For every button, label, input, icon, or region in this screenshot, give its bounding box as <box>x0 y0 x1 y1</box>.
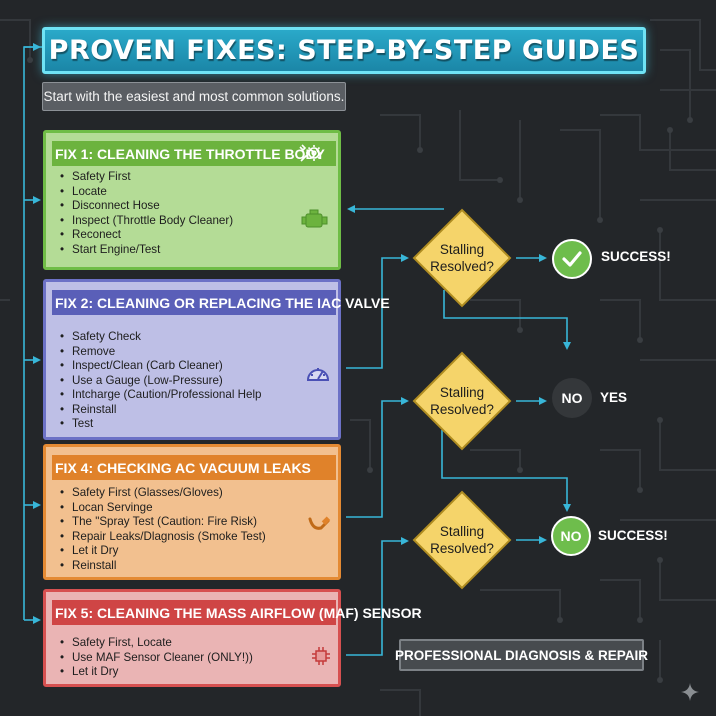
fix-steps-list: Safety First, Locate Use MAF Sensor Clea… <box>56 636 253 680</box>
fix-card-title: FIX 4: CHECKING AC VACUUM LEAKS <box>52 455 336 480</box>
fix-step: Test <box>56 417 261 432</box>
fix-steps-list: Safety Check Remove Inspect/Clean (Carb … <box>56 330 261 432</box>
subtitle: Start with the easiest and most common s… <box>43 89 345 104</box>
fix-step: Start Engine/Test <box>56 243 233 258</box>
fix-step: Let it Dry <box>56 544 266 559</box>
fix-step: Repair Leaks/Dlagnosis (Smoke Test) <box>56 530 266 545</box>
diamond-shape <box>412 208 512 308</box>
fix-card-title: FIX 5: CLEANING THE MASS AIRFLOW (MAF) S… <box>52 600 422 625</box>
fix-step: Remove <box>56 345 261 360</box>
fix-step: Disconnect Hose <box>56 199 233 214</box>
fix-title-text: FIX 2: CLEANING OR REPLACING THE IAC VAL… <box>55 294 390 311</box>
fix-step: Reconect <box>56 228 233 243</box>
professional-repair-label: PROFESSIONAL DIAGNOSIS & REPAIR <box>394 647 649 663</box>
decision2-down <box>441 430 571 512</box>
sensor-chip-icon <box>312 647 330 665</box>
fix-steps-list: Safety First Locate Disconnect Hose Insp… <box>56 170 233 257</box>
fix-step: Safety Check <box>56 330 261 345</box>
professional-repair-box: PROFESSIONAL DIAGNOSIS & REPAIR <box>395 639 648 671</box>
fix2-to-decision1 <box>346 254 409 369</box>
fix-card-title: FIX 1: CLEANING THE THROTTLE BODY <box>52 141 336 166</box>
fix-title-text: FIX 4: CHECKING AC VACUUM LEAKS <box>55 459 311 476</box>
fix-step: Inspect (Throttle Body Cleaner) <box>56 214 233 229</box>
sparkle-icon <box>681 683 699 701</box>
wrench-gear-icon <box>299 144 322 162</box>
vacuum-hose-icon <box>308 516 331 530</box>
gauge-icon <box>306 368 330 381</box>
fix-card-maf-sensor: FIX 5: CLEANING THE MASS AIRFLOW (MAF) S… <box>43 589 422 687</box>
fix-card-throttle-body: FIX 1: CLEANING THE THROTTLE BODY Safety… <box>43 130 341 270</box>
no-circle: NO <box>552 378 592 418</box>
fix-step: The "Spray Test (Caution: Fire Risk) <box>56 515 266 530</box>
fix-step: Use MAF Sensor Cleaner (ONLY!)) <box>56 651 253 666</box>
diamond-shape <box>412 490 512 590</box>
success-label: SUCCESS! <box>598 528 668 543</box>
page-title: PROVEN FIXES: STEP-BY-STEP GUIDES <box>48 35 640 66</box>
fix4-to-decision2 <box>346 397 409 518</box>
fix-title-text: FIX 1: CLEANING THE THROTTLE BODY <box>55 145 325 162</box>
no-circle: NO <box>551 516 591 556</box>
fix-step: Use a Gauge (Low-Pressure) <box>56 374 261 389</box>
fix-step: Locate <box>56 185 233 200</box>
success-circle <box>552 239 592 279</box>
check-icon <box>562 251 582 267</box>
success-label: SUCCESS! <box>601 249 671 264</box>
yes-label: YES <box>600 390 628 405</box>
title-banner: PROVEN FIXES: STEP-BY-STEP GUIDES <box>42 27 646 74</box>
fix-step: Safety First, Locate <box>56 636 253 651</box>
fix-step: Locan Servinge <box>56 501 266 516</box>
subtitle-banner: Start with the easiest and most common s… <box>42 82 346 111</box>
no-label: NO <box>560 528 582 544</box>
fix-step: Safety First <box>56 170 233 185</box>
decision1-down <box>443 290 571 350</box>
main-left-line <box>23 46 43 620</box>
fix-title-text: FIX 5: CLEANING THE MASS AIRFLOW (MAF) S… <box>55 604 422 621</box>
fix-step: Reinstall <box>56 403 261 418</box>
fix-step: Intcharge (Caution/Professional Help <box>56 388 261 403</box>
fix-card-iac-valve: FIX 2: CLEANING OR REPLACING THE IAC VAL… <box>43 279 390 440</box>
fix-step: Safety First (Glasses/Gloves) <box>56 486 266 501</box>
fix-step: Reinstall <box>56 559 266 574</box>
fix5-to-decision3 <box>346 537 409 656</box>
no-label: NO <box>561 390 583 406</box>
fix-step: Let it Dry <box>56 665 253 680</box>
fix-step: Inspect/Clean (Carb Cleaner) <box>56 359 261 374</box>
fix-card-title: FIX 2: CLEANING OR REPLACING THE IAC VAL… <box>52 290 390 315</box>
fix-steps-list: Safety First (Glasses/Gloves) Locan Serv… <box>56 486 266 573</box>
engine-icon <box>301 209 328 228</box>
diamond-shape <box>412 351 512 451</box>
fix-card-ac-vacuum-leaks: FIX 4: CHECKING AC VACUUM LEAKS Safety F… <box>43 444 341 580</box>
